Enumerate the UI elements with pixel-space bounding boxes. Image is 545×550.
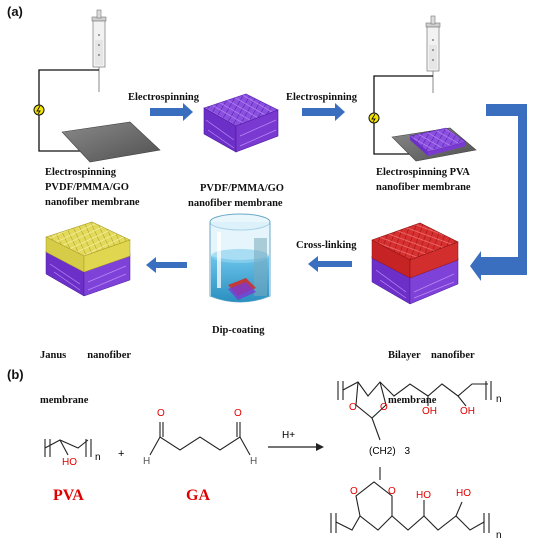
pvdf-membrane-3 [409,127,467,156]
ga-structure [149,422,251,456]
pva-n: n [95,452,101,463]
prod-n-bot: n [496,530,502,541]
caption-bilayer-line1: Bilayer nanofiber [388,350,475,361]
caption-step3-line1: Electrospinning PVA [376,167,470,178]
prod-n-top: n [496,394,502,405]
product-structure-top [337,381,492,441]
caption-janus-line1: Janus nanofiber [40,350,132,361]
caption-dip-coating: Dip-coating [212,325,265,336]
caption-janus-line2: membrane [40,395,89,406]
arrow-electrospinning-1 [150,103,193,121]
catalyst-label: H+ [282,430,295,441]
caption-bilayer: Bilayer nanofiber membrane [388,318,508,438]
janus-membrane [45,221,131,297]
prod-oh-top-1: OH [422,406,437,417]
arrow-connector-down [470,104,527,281]
ch2-text: (CH2) [369,446,396,457]
pva-structure [44,439,92,457]
syringe-3 [425,15,441,93]
catalyst-text: H+ [282,430,296,441]
prod-o-top-2: O [380,402,388,413]
collector-plate-1 [61,121,161,163]
power-source-3-icon [368,112,380,124]
caption-step1-line1: Electrospinning [45,167,116,178]
label-crosslinking: Cross-linking [296,240,357,251]
ch2-sub: 3 [404,446,411,457]
syringe-1 [91,9,107,92]
pva-name: PVA [53,487,84,504]
prod-o-top-1: O [349,402,357,413]
ga-o-left: O [157,408,165,419]
ch2-label: (CH2) 3 [369,446,410,457]
label-electrospinning-1: Electrospinning [128,92,199,103]
ga-h-left: H [143,456,151,467]
label-electrospinning-2: Electrospinning [286,92,357,103]
caption-step2-line2: nanofiber membrane [188,198,283,209]
prod-ho-bot-1: HO [416,490,431,501]
ga-h-right: H [250,456,258,467]
arrow-crosslinking [308,256,352,272]
caption-step1-line3: nanofiber membrane [45,197,140,208]
arrow-electrospinning-2 [302,103,345,121]
ga-o-right: O [234,408,242,419]
prod-o-bot-1: O [350,486,358,497]
prod-ho-bot-2: HO [456,488,471,499]
caption-step1: Electrospinning PVDF/PMMA/GO nanofiber m… [45,165,155,210]
caption-step3: Electrospinning PVA nanofiber membrane [376,165,506,195]
caption-step3-line2: nanofiber membrane [376,182,471,193]
bilayer-membrane [371,222,459,305]
caption-step2-line1: PVDF/PMMA/GO [200,183,284,194]
pvdf-membrane-2 [203,93,279,153]
caption-step1-line2: PVDF/PMMA/GO [45,182,129,193]
caption-janus: Janus nanofiber membrane [40,318,160,438]
beaker [209,213,271,303]
product-structure-bottom [330,467,490,533]
panel-b-label: (b) [7,367,24,382]
caption-bilayer-line2: membrane [388,395,437,406]
panel-a-label: (a) [7,4,23,19]
ga-name: GA [186,487,210,504]
power-source-1-icon [33,104,45,116]
arrow-to-janus [146,257,187,273]
plus-sign: + [118,448,125,460]
pva-ho: HO [62,457,77,468]
prod-o-bot-2: O [388,486,396,497]
caption-step2: PVDF/PMMA/GO nanofiber membrane [188,181,308,211]
prod-oh-top-2: OH [460,406,475,417]
reaction-arrow [268,443,324,451]
